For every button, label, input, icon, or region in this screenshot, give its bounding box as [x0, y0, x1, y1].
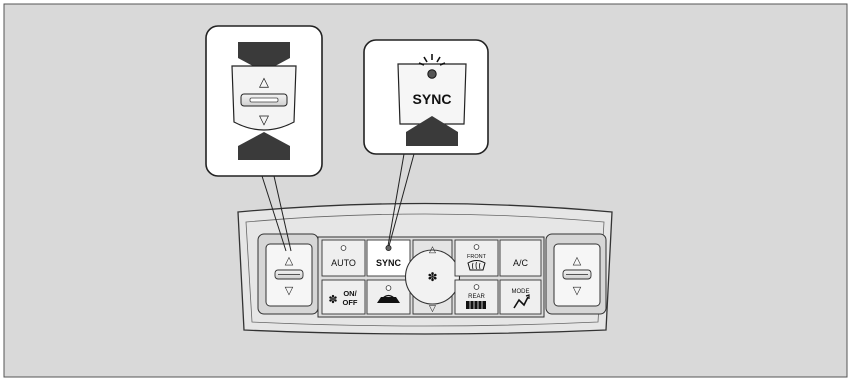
left-leader-line-b — [273, 175, 292, 252]
rear-defrost-indicator — [473, 284, 480, 290]
ac-button-face[interactable] — [499, 239, 542, 277]
recirculation-car-body — [377, 297, 400, 303]
driver-temp-down-icon[interactable]: ▽ — [285, 285, 294, 297]
rear-defrost-glass — [466, 301, 486, 309]
mode-airflow-path — [513, 296, 529, 309]
front-defrost-indicator — [473, 244, 480, 250]
recirculation-arrow — [381, 294, 396, 300]
driver-temp-up-icon[interactable]: △ — [285, 255, 294, 267]
mode-airflow-arrowhead — [525, 294, 530, 299]
sync-indicator-lit — [427, 69, 437, 79]
ac-button[interactable]: A/C — [499, 239, 542, 277]
fan-on-off-button[interactable]: ✽ ON/ OFF — [321, 279, 366, 315]
climate-control-panel: △ ▽ △ ▽ AUTO SYNC — [237, 202, 613, 335]
sync-indicator — [385, 244, 392, 251]
passenger-temp-down-icon[interactable]: ▽ — [573, 285, 582, 297]
recirculation-indicator — [385, 285, 392, 291]
indicator-glow-rays — [418, 54, 446, 66]
on-off-label-line2: OFF — [343, 298, 358, 307]
glow-ray-left — [423, 56, 428, 63]
front-label: FRONT — [467, 254, 487, 260]
auto-label: AUTO — [331, 258, 356, 268]
passenger-temp-up-icon[interactable]: △ — [573, 255, 582, 267]
temperature-rocker-callout: △ ▽ — [205, 25, 323, 177]
press-up-arrow — [238, 132, 290, 160]
mode-button[interactable]: MODE — [499, 279, 542, 315]
airflow-mode-icon — [513, 294, 530, 309]
fan-icon: ✽ — [427, 270, 437, 284]
panel-bezel-inner — [245, 213, 605, 327]
sync-press-arrow — [406, 116, 458, 146]
sync-leader-line-a — [387, 153, 405, 247]
on-off-label-line1: ON/ — [343, 289, 357, 298]
fan-speed-dial[interactable]: △ ✽ ▽ — [404, 239, 461, 315]
glow-ray-right — [436, 56, 441, 63]
rear-label: REAR — [468, 294, 485, 300]
mode-button-face[interactable] — [499, 279, 542, 315]
front-defrost-waves — [472, 261, 481, 270]
fan-up-icon[interactable]: △ — [429, 244, 436, 254]
mode-label: MODE — [512, 289, 530, 295]
rear-defrost-icon — [466, 301, 486, 309]
rear-defrost-button[interactable]: REAR — [454, 279, 499, 315]
passenger-temp-control: △ ▽ — [545, 233, 607, 315]
rocker-up-icon: △ — [259, 74, 269, 89]
fan-on-off-button-face[interactable] — [321, 279, 366, 315]
sync-button-callout: SYNC — [363, 39, 489, 155]
glow-ray-far-right — [439, 62, 446, 66]
rocker-grip-slot — [249, 97, 279, 103]
glow-ray-far-left — [418, 62, 425, 66]
driver-temp-control: △ ▽ — [257, 233, 319, 315]
fan-dial-knob[interactable] — [404, 249, 461, 305]
front-defrost-glass — [467, 260, 486, 271]
auto-button[interactable]: AUTO — [321, 239, 366, 277]
front-defrost-button[interactable]: FRONT — [454, 239, 499, 277]
left-leader-line-a — [261, 175, 287, 252]
ac-label: A/C — [513, 258, 529, 268]
rocker-down-icon: ▽ — [259, 112, 269, 127]
sync-leader-line-b — [388, 153, 415, 247]
fan-icon: ✽ — [328, 294, 337, 306]
press-down-arrow — [238, 42, 290, 72]
sync-label: SYNC — [376, 258, 402, 268]
callout-leader-lines — [261, 153, 415, 252]
recirculation-button[interactable] — [366, 279, 411, 315]
windshield-defrost-icon — [467, 260, 486, 271]
fan-down-icon[interactable]: ▽ — [429, 303, 436, 313]
recirculation-icon — [377, 294, 400, 303]
sync-callout-label: SYNC — [413, 91, 452, 107]
auto-indicator — [340, 245, 347, 251]
